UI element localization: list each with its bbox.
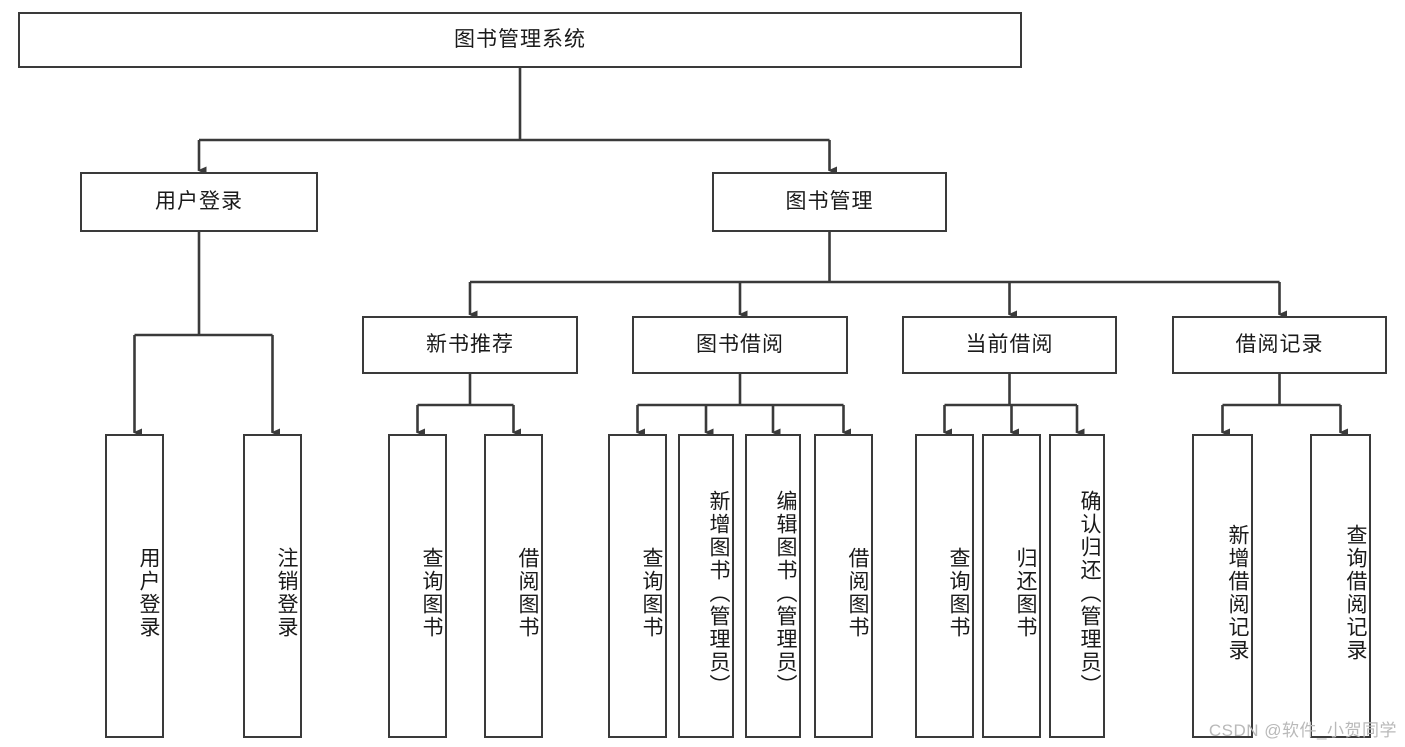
leaf-return-book-label: 归还图书 [1014,547,1037,639]
leaf-add-borrow-record[interactable]: 新增借阅记录 [1192,434,1253,738]
leaf-borrow-book-recommend[interactable]: 借阅图书 [484,434,543,738]
leaf-query-book-recommend-label: 查询图书 [420,547,443,639]
csdn-watermark: CSDN @软件_小贺同学 [1208,721,1397,740]
leaf-query-book-borrow-label: 查询图书 [640,547,663,639]
node-borrow-record-label: 借阅记录 [1235,333,1324,357]
leaf-logout-label: 注销登录 [275,547,298,639]
leaf-query-book-recommend[interactable]: 查询图书 [388,434,447,738]
leaf-query-borrow-record-label: 查询借阅记录 [1344,524,1367,662]
leaf-borrow-book-recommend-label: 借阅图书 [516,547,539,639]
leaf-add-borrow-record-label: 新增借阅记录 [1226,524,1249,662]
node-book-borrow[interactable]: 图书借阅 [632,316,848,374]
leaf-borrow-book[interactable]: 借阅图书 [814,434,873,738]
node-current-borrow-label: 当前借阅 [965,333,1054,357]
leaf-query-borrow-record[interactable]: 查询借阅记录 [1310,434,1371,738]
leaf-confirm-return-admin-label: 确认归还（管理员） [1078,489,1101,697]
leaf-user-login-label: 用户登录 [137,547,160,639]
leaf-return-book[interactable]: 归还图书 [982,434,1041,738]
leaf-add-book-admin-label: 新增图书（管理员） [707,489,730,697]
leaf-query-book-current-label: 查询图书 [947,547,970,639]
node-user-login-label: 用户登录 [155,190,243,214]
leaf-confirm-return-admin[interactable]: 确认归还（管理员） [1049,434,1105,738]
node-book-management-label: 图书管理 [785,190,874,214]
leaf-logout[interactable]: 注销登录 [243,434,302,738]
node-new-book-recommend-label: 新书推荐 [426,333,514,357]
node-new-book-recommend[interactable]: 新书推荐 [362,316,578,374]
leaf-query-book-current[interactable]: 查询图书 [915,434,974,738]
node-root[interactable]: 图书管理系统 [18,12,1022,68]
node-book-management[interactable]: 图书管理 [712,172,947,232]
node-current-borrow[interactable]: 当前借阅 [902,316,1117,374]
node-borrow-record[interactable]: 借阅记录 [1172,316,1387,374]
node-root-label: 图书管理系统 [454,28,586,52]
node-book-borrow-label: 图书借阅 [696,333,784,357]
leaf-edit-book-admin[interactable]: 编辑图书（管理员） [745,434,801,738]
node-user-login[interactable]: 用户登录 [80,172,318,232]
leaf-add-book-admin[interactable]: 新增图书（管理员） [678,434,734,738]
leaf-edit-book-admin-label: 编辑图书（管理员） [774,489,797,697]
leaf-query-book-borrow[interactable]: 查询图书 [608,434,667,738]
leaf-borrow-book-label: 借阅图书 [846,547,869,639]
leaf-user-login[interactable]: 用户登录 [105,434,164,738]
